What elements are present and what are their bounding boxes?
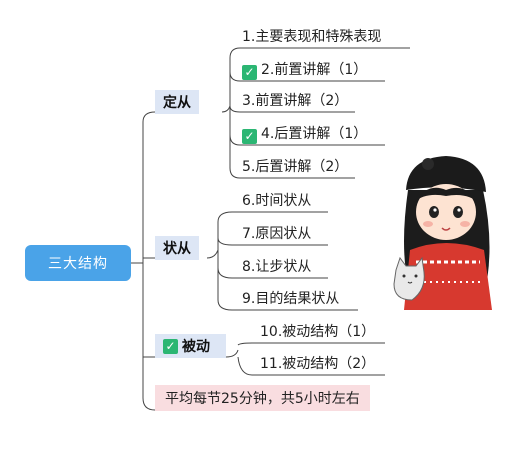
leaf-label: 1.主要表现和特殊表现 — [242, 29, 382, 45]
branch-beidong-label: 被动 — [182, 339, 210, 355]
summary-note[interactable]: 平均每节25分钟，共5小时左右 — [155, 385, 370, 411]
summary-label: 平均每节25分钟，共5小时左右 — [165, 391, 360, 407]
leaf-item[interactable]: 7.原因状从 — [242, 225, 311, 243]
root-node[interactable]: 三大结构 — [25, 245, 131, 281]
branch-dingcong[interactable]: 定从 — [155, 90, 199, 114]
check-icon: ✓ — [242, 65, 257, 80]
leaf-label: 4.后置讲解（1） — [261, 126, 368, 142]
leaf-label: 6.时间状从 — [242, 193, 312, 209]
leaf-item[interactable]: 8.让步状从 — [242, 258, 311, 276]
leaf-label: 3.前置讲解（2） — [242, 93, 349, 109]
leaf-item[interactable]: 6.时间状从 — [242, 192, 311, 210]
leaf-label: 7.原因状从 — [242, 226, 312, 242]
leaf-item[interactable]: ✓ 4.后置讲解（1） — [242, 125, 367, 144]
leaf-item[interactable]: ✓ 2.前置讲解（1） — [242, 61, 367, 80]
leaf-item[interactable]: 9.目的结果状从 — [242, 290, 339, 308]
branch-zhuangcong[interactable]: 状从 — [155, 236, 199, 260]
leaf-label: 2.前置讲解（1） — [261, 62, 368, 78]
check-icon: ✓ — [242, 129, 257, 144]
leaf-label: 10.被动结构（1） — [260, 324, 376, 340]
leaf-label: 8.让步状从 — [242, 259, 312, 275]
leaf-label: 9.目的结果状从 — [242, 291, 340, 307]
branch-zhuangcong-label: 状从 — [163, 241, 191, 257]
branch-dingcong-label: 定从 — [163, 95, 191, 111]
leaf-item[interactable]: 5.后置讲解（2） — [242, 158, 348, 176]
check-icon: ✓ — [163, 338, 178, 354]
girl-with-cat-illustration — [393, 156, 492, 310]
leaf-item[interactable]: 3.前置讲解（2） — [242, 92, 348, 110]
branch-beidong[interactable]: ✓ 被动 — [155, 334, 226, 358]
leaf-item[interactable]: 10.被动结构（1） — [260, 323, 375, 341]
leaf-item[interactable]: 11.被动结构（2） — [260, 355, 375, 373]
leaf-label: 5.后置讲解（2） — [242, 159, 349, 175]
leaf-item[interactable]: 1.主要表现和特殊表现 — [242, 28, 381, 46]
leaf-label: 11.被动结构（2） — [260, 356, 376, 372]
